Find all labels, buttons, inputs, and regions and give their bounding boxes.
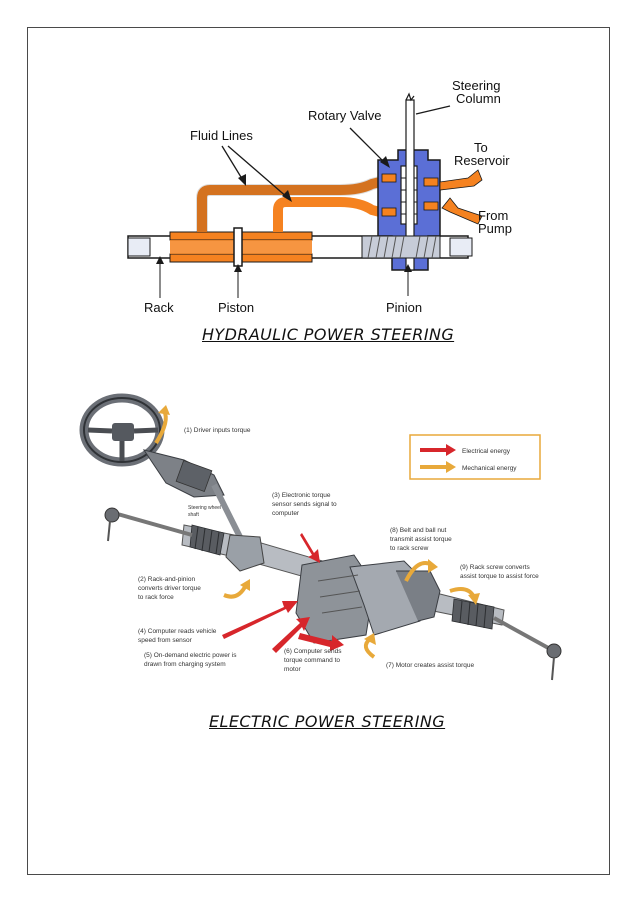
label-3-2: sensor sends signal to [272,501,337,508]
fluid-line-lower [273,197,382,232]
label-steering-column-1: Steering [452,78,500,93]
label-2-1: (2) Rack-and-pinion [138,576,195,583]
label-shaft-1: Steering wheel [188,505,221,511]
elec-arrow-torque-sensor [300,533,320,563]
label-rotary-valve: Rotary Valve [308,108,381,123]
label-3-1: (3) Electronic torque [272,492,331,499]
label-8-1: (8) Belt and ball nut [390,527,447,534]
label-2-3: to rack force [138,594,174,601]
valve-port-2 [381,207,397,217]
tie-rod-left [113,511,193,537]
page-border [27,27,610,875]
cylinder-chamber-right-low [241,253,313,263]
cylinder-chamber-left-low [169,253,239,263]
label-from-pump-2: Pump [478,221,512,236]
piston-shape [233,227,243,267]
legend-electrical-label: Electrical energy [462,448,511,455]
elec-arrow-charging [272,617,310,653]
valve-port-1 [381,173,397,183]
from-pump-arrow [441,197,483,225]
steering-shaft [211,483,247,547]
legend-mechanical-arrow [420,461,456,473]
label-pinion: Pinion [386,300,422,315]
rack-end-left [127,237,151,257]
label-9-2: assist torque to assist force [460,573,539,580]
elec-arrow-speed-sensor [222,601,298,639]
valve-port-4 [423,201,439,211]
label-from-pump-1: From [478,208,508,223]
label-piston: Piston [218,300,254,315]
label-fluid-lines: Fluid Lines [190,128,253,143]
fluid-line-upper-outline [196,176,382,232]
label-6-3: motor [284,666,301,673]
label-6-2: torque command to [284,657,340,664]
electric-steering-diagram: Electrical energy Mechanical energy (1) … [79,393,562,681]
valve-port-3 [423,177,439,187]
caption-hydraulic: HYDRAULIC POWER STEERING [202,325,455,344]
legend-box [409,434,541,480]
label-shaft-2: shaft [188,512,199,518]
to-reservoir-arrow [439,169,483,191]
steering-wheel [79,393,165,467]
hydraulic-steering-diagram: Steering Column Rotary Valve Fluid Lines… [127,78,512,315]
elec-arrow-motor-command [298,633,344,651]
mech-arrow-rack-pinion [223,584,248,599]
tie-rod-right [493,616,553,652]
label-rack: Rack [144,300,174,315]
label-6-1: (6) Computer sends [284,648,342,655]
label-3-3: computer [272,510,300,517]
label-5-2: drawn from charging system [144,661,226,668]
cylinder-chamber-right [241,231,313,241]
legend-mechanical-label: Mechanical energy [462,465,517,472]
label-steering-column-2: Column [456,91,501,106]
pinion-gear [361,235,441,259]
label-to-reservoir-1: To [474,140,488,155]
label-to-reservoir-2: Reservoir [454,153,510,168]
label-9-1: (9) Rack screw converts [460,564,530,571]
label-8-3: to rack screw [390,545,429,552]
rack-boot-left [189,524,225,556]
cylinder-chamber-left [169,231,239,241]
label-8-2: transmit assist torque [390,536,452,543]
label-4-1: (4) Computer reads vehicle [138,628,217,635]
label-4-2: speed from sensor [138,637,193,644]
pinion-housing [225,534,265,572]
caption-electric: ELECTRIC POWER STEERING [209,712,446,731]
label-2-2: converts driver torque [138,585,201,592]
fluid-line-upper [197,177,382,232]
label-1: (1) Driver inputs torque [184,427,251,434]
rack-end-right [449,237,473,257]
label-7: (7) Motor creates assist torque [386,662,475,669]
legend-electrical-arrow [420,444,456,456]
label-5-1: (5) On-demand electric power is [144,652,237,659]
rack-boot-right [451,598,495,630]
